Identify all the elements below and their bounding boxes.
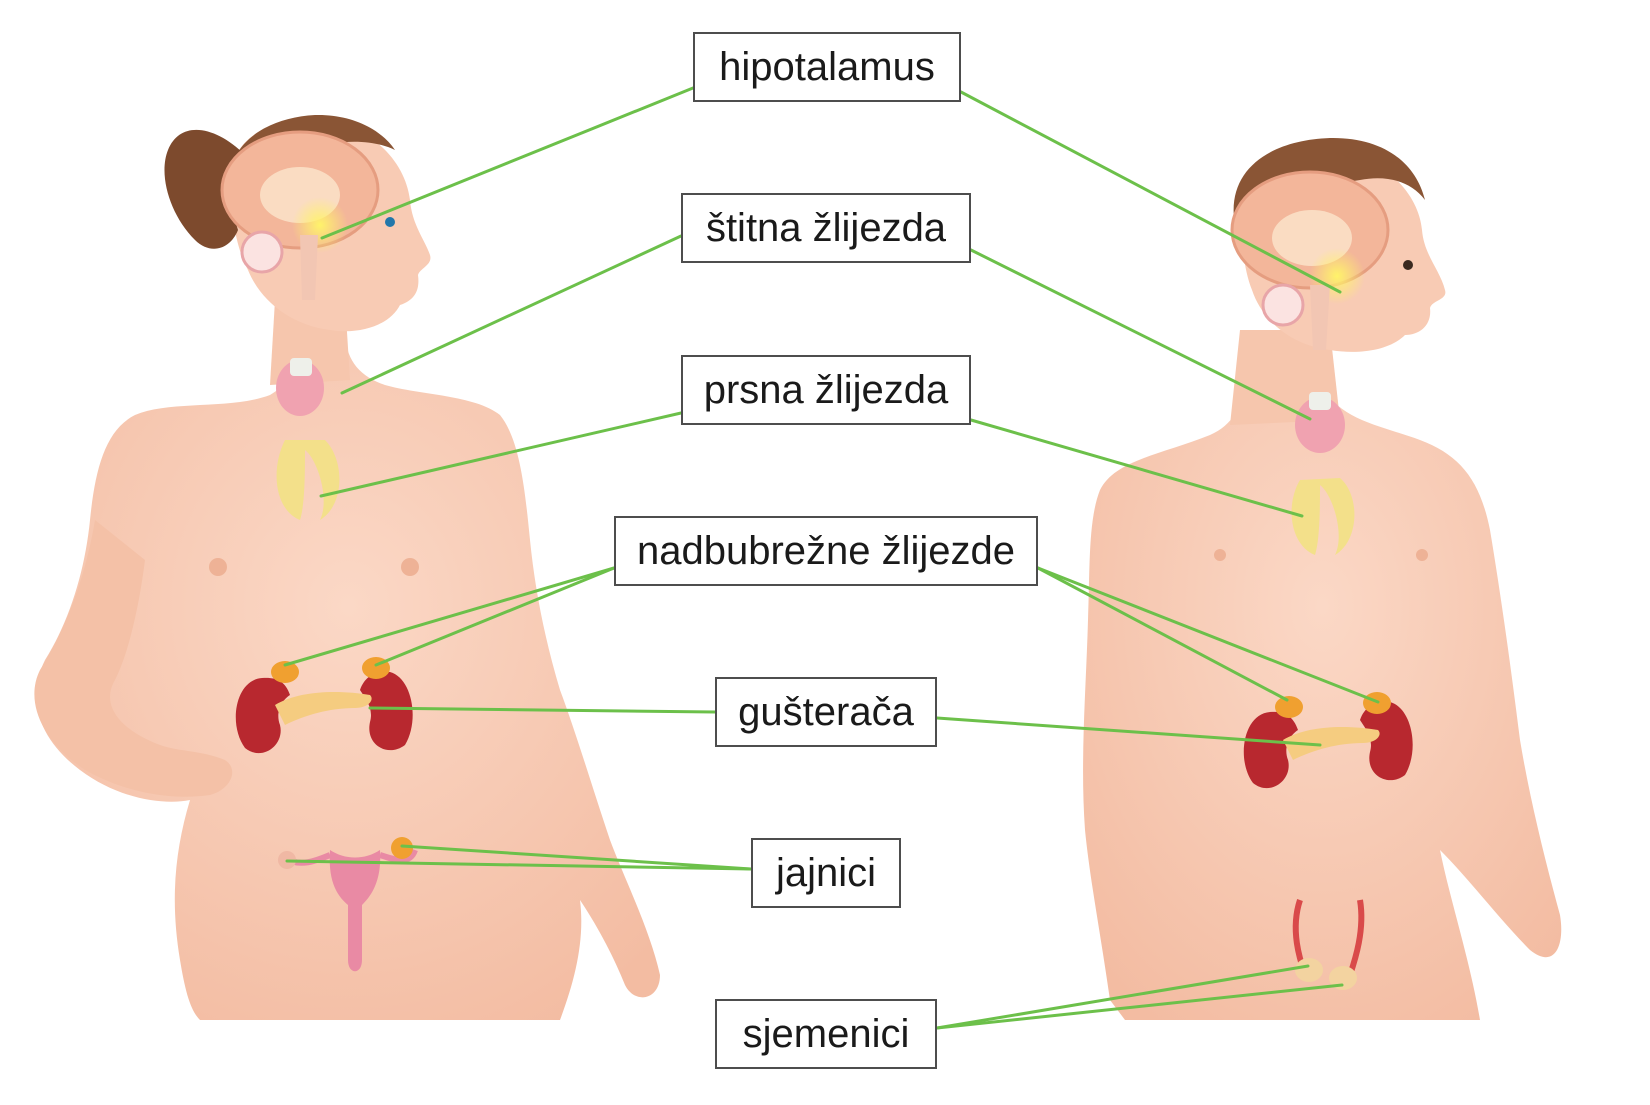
connector-nadbubrezne-male-2 (1036, 566, 1380, 704)
male-thyroid (1295, 397, 1345, 453)
male-brainstem (1310, 285, 1330, 350)
female-thyroid (276, 360, 324, 416)
female-ovary-right (391, 837, 413, 859)
female-larynx (290, 358, 312, 376)
female-cerebellum (240, 230, 284, 274)
female-nipple-right (401, 558, 419, 576)
connector-gusteraca-female (368, 706, 717, 714)
female-pancreas (275, 692, 372, 725)
male-testis-left (1295, 958, 1323, 982)
connector-jajnici-2 (285, 859, 753, 871)
male-pancreas (1283, 727, 1380, 760)
female-adrenal-left (271, 661, 299, 683)
male-larynx (1309, 392, 1331, 410)
connector-jajnici-1 (400, 844, 753, 871)
connector-stitna-female (340, 234, 683, 395)
female-left-arm (34, 520, 233, 797)
connector-sjemenici-2 (935, 983, 1344, 1030)
connector-sjemenici-1 (935, 964, 1310, 1030)
label-stitna-zlijezda: štitna žlijezda (681, 193, 971, 263)
male-cerebellum (1261, 283, 1305, 327)
male-kidney-left (1243, 711, 1298, 789)
male-eye (1403, 260, 1413, 270)
connector-nadbubrezne-male-1 (1036, 566, 1289, 702)
female-body (36, 330, 661, 1020)
connector-hipotalamus-male (959, 90, 1342, 294)
connector-stitna-male (969, 248, 1312, 421)
label-prsna-zlijezda: prsna žlijezda (681, 355, 971, 425)
male-body (1083, 330, 1562, 1020)
male-figure (1083, 137, 1562, 1020)
female-uterus (329, 850, 381, 972)
female-kidney-right (360, 671, 413, 751)
male-adrenal-left (1275, 696, 1303, 718)
male-nipple-right (1416, 549, 1428, 561)
label-jajnici: jajnici (751, 838, 901, 908)
male-hair (1233, 137, 1425, 260)
male-thymus (1291, 478, 1355, 555)
connector-hipotalamus-female (320, 86, 695, 240)
connector-prsna-female (319, 411, 683, 498)
label-gusteraca: gušterača (715, 677, 937, 747)
connector-prsna-male (969, 418, 1304, 518)
female-figure (34, 114, 661, 1020)
label-sjemenici: sjemenici (715, 999, 937, 1069)
connector-lines (283, 86, 1380, 1030)
connector-nadbubrezne-female-1 (283, 566, 616, 667)
female-thymus (276, 440, 340, 520)
male-kidney-right (1360, 701, 1413, 781)
female-ponytail (164, 129, 245, 249)
connector-gusteraca-male (935, 716, 1322, 747)
male-testis-right (1329, 966, 1357, 990)
female-nipple-left (209, 558, 227, 576)
label-hipotalamus: hipotalamus (693, 32, 961, 102)
female-kidney-left (235, 677, 290, 754)
connector-nadbubrezne-female-2 (374, 566, 616, 667)
male-nipple-left (1214, 549, 1226, 561)
female-brainstem (300, 235, 318, 300)
female-eye (385, 217, 395, 227)
label-nadbubrezne-zlijezde: nadbubrežne žlijezde (614, 516, 1038, 586)
